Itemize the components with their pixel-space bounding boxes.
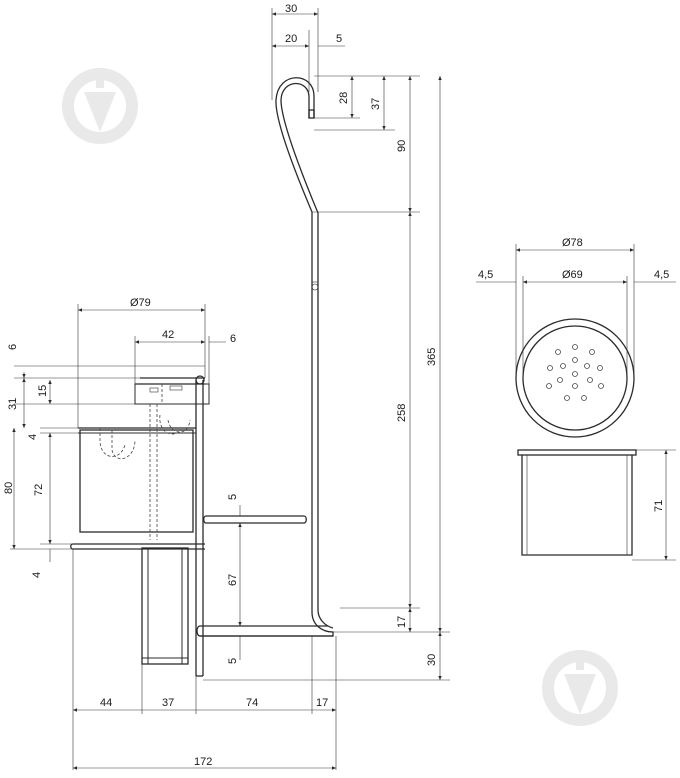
cup-top-view (515, 318, 635, 438)
dim-mid-5-top: 5 (227, 494, 239, 500)
dim-total-172: 172 (194, 756, 212, 768)
dim-left-4-top: 4 (27, 434, 39, 440)
dim-right-dia-69: Ø69 (562, 269, 583, 281)
dim-bottom-44: 44 (100, 697, 112, 709)
cup-side-view (517, 449, 637, 556)
cup-holder (70, 377, 210, 665)
dim-cup-6: 6 (230, 333, 236, 345)
watermark-logo-bottom (542, 650, 618, 726)
dim-top-20: 20 (285, 33, 297, 45)
dim-left-80: 80 (3, 482, 15, 494)
dim-right-dia-78: Ø78 (562, 237, 583, 249)
stand-frame (195, 77, 334, 677)
dim-height-365: 365 (426, 348, 438, 366)
dim-height-258: 258 (396, 404, 408, 422)
watermark-logo-top (62, 68, 138, 144)
dim-left-15: 15 (37, 385, 49, 397)
dim-right-71: 71 (653, 500, 665, 512)
dim-mid-5-bottom: 5 (227, 658, 239, 664)
dim-bottom-17: 17 (316, 697, 328, 709)
dim-height-90: 90 (396, 140, 408, 152)
dimension-labels: 30 20 5 28 37 90 258 365 17 30 Ø79 42 6 … (3, 3, 669, 768)
dim-right-4-5-left: 4,5 (478, 269, 493, 281)
dim-height-30: 30 (426, 654, 438, 666)
dim-left-72: 72 (33, 484, 45, 496)
dim-top-5: 5 (336, 33, 342, 45)
dim-left-6: 6 (7, 344, 19, 350)
dim-left-31: 31 (7, 398, 19, 410)
dim-hook-37: 37 (370, 98, 382, 110)
dim-hook-28: 28 (338, 92, 350, 104)
dim-cup-dia-79: Ø79 (130, 297, 151, 309)
dim-mid-67: 67 (227, 574, 239, 586)
dim-cup-42: 42 (162, 329, 174, 341)
dim-bottom-37: 37 (162, 697, 174, 709)
dim-top-30: 30 (285, 3, 297, 15)
dim-height-17: 17 (396, 616, 408, 628)
dim-right-4-5-right: 4,5 (654, 269, 669, 281)
dim-bottom-74: 74 (246, 697, 258, 709)
dimension-lines (10, 8, 676, 770)
dim-left-4-bottom: 4 (31, 572, 43, 578)
